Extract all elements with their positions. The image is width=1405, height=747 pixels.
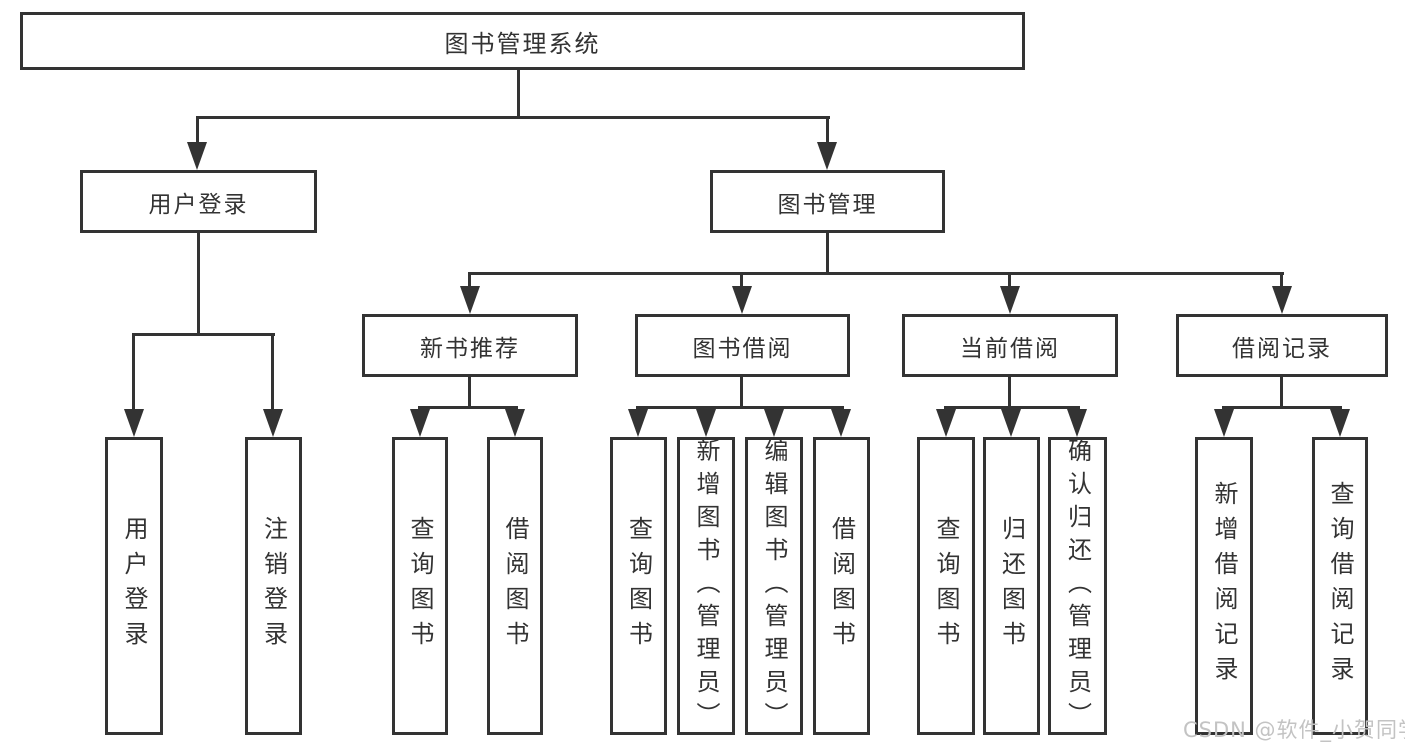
node-book-borrowing: 图书借阅 [635, 314, 850, 377]
arrowhead-icon [1067, 409, 1087, 437]
connector-mgmt-bar [468, 272, 1284, 275]
connector-root-stub [517, 70, 520, 118]
connector-mgmt-stub [826, 233, 829, 274]
node-label: 用户登录 [148, 191, 249, 218]
arrowhead-icon [1330, 409, 1350, 437]
arrowhead-icon [1001, 409, 1021, 437]
arrowhead-icon [505, 409, 525, 437]
connector-root-drop-left [196, 116, 199, 144]
leaf-label: 查询图书 [406, 516, 434, 656]
node-borrow-records: 借阅记录 [1176, 314, 1388, 377]
arrowhead-icon [1000, 286, 1020, 314]
connector-user-drop-right [271, 333, 274, 411]
node-label: 借阅记录 [1232, 335, 1332, 362]
arrowhead-icon [460, 286, 480, 314]
node-book-management: 图书管理 [710, 170, 945, 233]
arrowhead-icon [936, 409, 956, 437]
leaf-newbook-query-books: 查询图书 [392, 437, 448, 735]
connector-mgmt-drop-2 [740, 272, 743, 288]
leaf-label: 用户登录 [120, 516, 148, 656]
node-label: 图书管理系统 [444, 29, 601, 58]
arrowhead-icon [1214, 409, 1234, 437]
leaf-label: 确认归还（管理员） [1063, 437, 1092, 735]
connector-borrow-bar [636, 406, 844, 409]
arrowhead-icon [124, 409, 144, 437]
node-label: 当前借阅 [960, 335, 1060, 362]
leaf-record-query-borrow-record: 查询借阅记录 [1312, 437, 1368, 735]
leaf-label: 借阅图书 [827, 516, 856, 656]
leaf-label: 查询图书 [624, 516, 653, 656]
connector-mgmt-drop-1 [468, 272, 471, 288]
node-current-borrowing: 当前借阅 [902, 314, 1118, 377]
leaf-label: 注销登录 [259, 516, 288, 656]
leaf-borrow-query-books: 查询图书 [610, 437, 667, 735]
leaf-label: 编辑图书（管理员） [760, 437, 788, 735]
leaf-current-return-books: 归还图书 [983, 437, 1040, 735]
connector-user-stub [197, 233, 200, 335]
node-label: 图书借阅 [692, 335, 793, 362]
arrowhead-icon [628, 409, 648, 437]
leaf-borrow-borrow-books: 借阅图书 [813, 437, 870, 735]
leaf-borrow-edit-books-admin: 编辑图书（管理员） [745, 437, 803, 735]
node-label: 图书管理 [777, 191, 878, 218]
arrowhead-icon [817, 142, 837, 170]
node-label: 新书推荐 [420, 335, 520, 362]
leaf-logout: 注销登录 [245, 437, 302, 735]
arrowhead-icon [732, 286, 752, 314]
arrowhead-icon [831, 409, 851, 437]
arrowhead-icon [1272, 286, 1292, 314]
leaf-record-add-borrow-record: 新增借阅记录 [1195, 437, 1253, 735]
connector-record-bar [1222, 406, 1342, 409]
leaf-user-login: 用户登录 [105, 437, 163, 735]
arrowhead-icon [410, 409, 430, 437]
connector-current-bar [944, 406, 1080, 409]
leaf-label: 新增借阅记录 [1210, 481, 1238, 691]
connector-user-bar [132, 333, 275, 336]
leaf-label: 归还图书 [997, 516, 1026, 656]
connector-newbook-bar [418, 406, 518, 409]
connector-user-drop-left [132, 333, 135, 411]
leaf-newbook-borrow-books: 借阅图书 [487, 437, 543, 735]
leaf-label: 查询图书 [932, 516, 960, 656]
leaf-borrow-add-books-admin: 新增图书（管理员） [677, 437, 735, 735]
connector-root-bar [196, 116, 830, 119]
arrowhead-icon [696, 409, 716, 437]
connector-root-drop-right [826, 116, 829, 144]
leaf-current-confirm-return-admin: 确认归还（管理员） [1048, 437, 1107, 735]
connector-record-stub [1280, 377, 1283, 409]
arrowhead-icon [263, 409, 283, 437]
connector-current-stub [1008, 377, 1011, 409]
leaf-label: 查询借阅记录 [1326, 481, 1354, 691]
leaf-current-query-books: 查询图书 [917, 437, 975, 735]
csdn-watermark: CSDN @软件_小贺同学 [1183, 718, 1405, 742]
connector-mgmt-drop-4 [1280, 272, 1283, 288]
connector-newbook-stub [468, 377, 471, 409]
leaf-label: 新增图书（管理员） [692, 437, 720, 735]
connector-borrow-stub [740, 377, 743, 409]
leaf-label: 借阅图书 [501, 516, 529, 656]
node-library-management-system: 图书管理系统 [20, 12, 1025, 70]
node-user-login: 用户登录 [80, 170, 317, 233]
node-new-book-recommend: 新书推荐 [362, 314, 578, 377]
arrowhead-icon [764, 409, 784, 437]
arrowhead-icon [187, 142, 207, 170]
connector-mgmt-drop-3 [1008, 272, 1011, 288]
